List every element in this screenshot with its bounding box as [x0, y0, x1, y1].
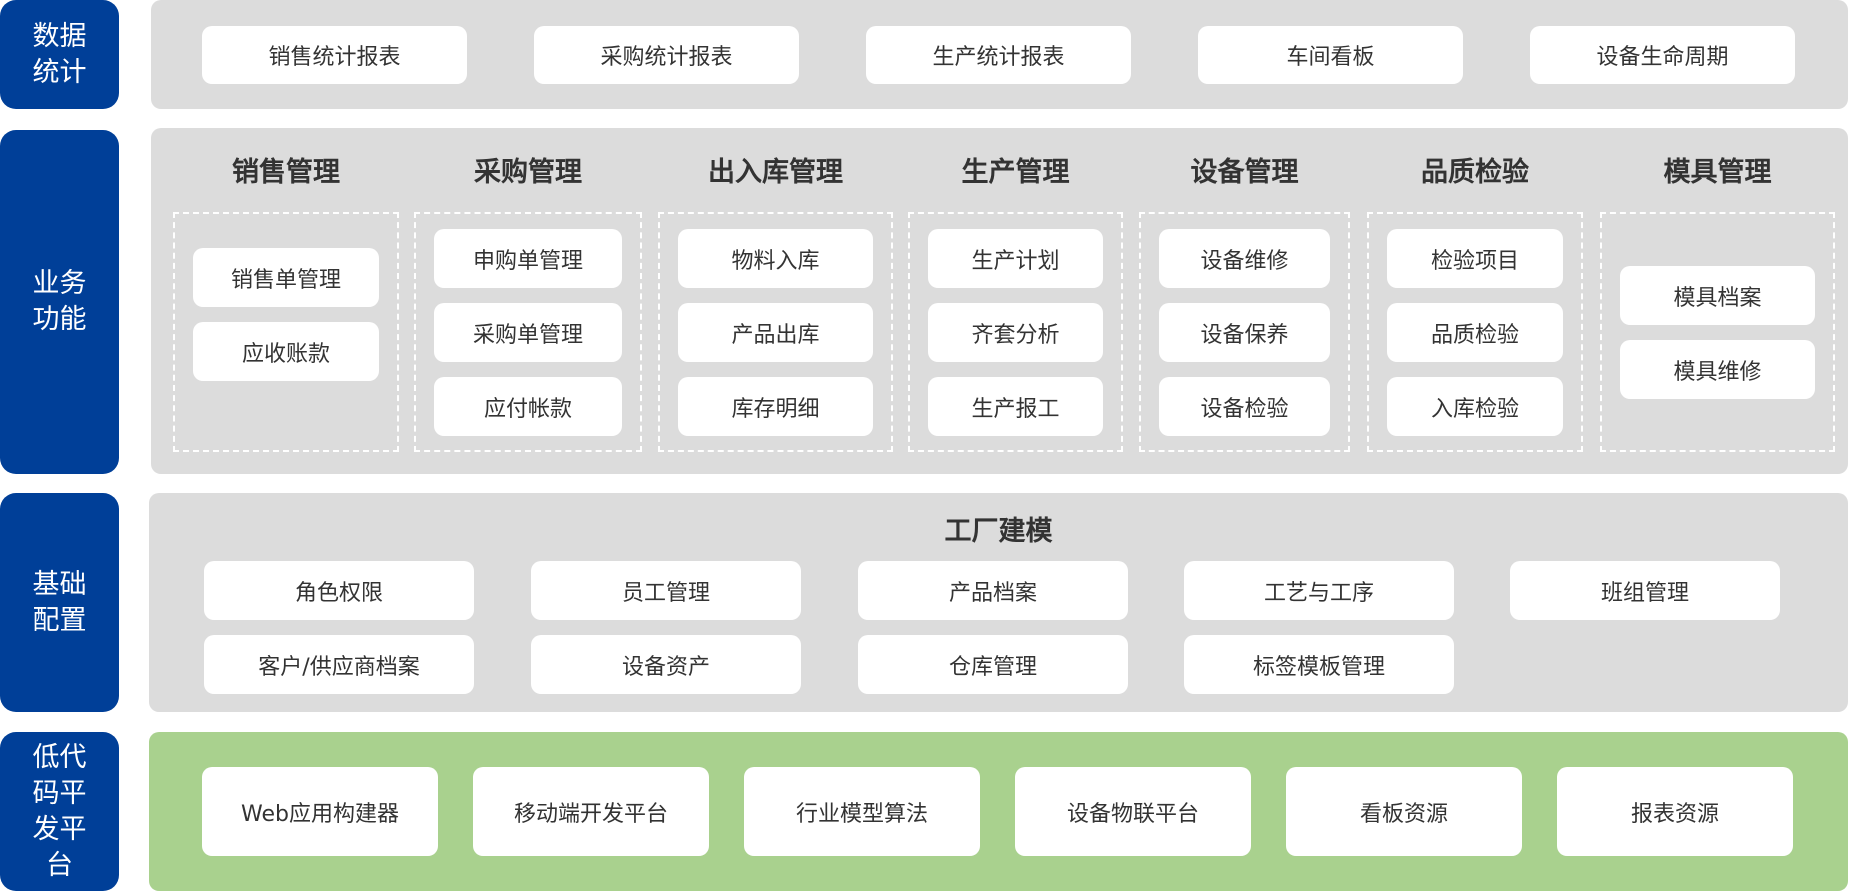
- base-config-button[interactable]: 标签模板管理: [1184, 635, 1454, 694]
- business-section-title: 模具管理: [1663, 157, 1772, 188]
- business-item-button[interactable]: 设备维修: [1159, 229, 1330, 288]
- business-item-button[interactable]: 模具维修: [1620, 340, 1815, 399]
- business-section-box: 检验项目品质检验入库检验: [1367, 212, 1583, 452]
- label-lowcode: 低代码平发平台: [0, 732, 119, 891]
- label-business: 业务功能: [0, 130, 119, 474]
- base-config-button[interactable]: 工艺与工序: [1184, 561, 1454, 620]
- data-stats-button[interactable]: 设备生命周期: [1530, 26, 1795, 84]
- business-item-button[interactable]: 库存明细: [678, 377, 873, 436]
- business-panel: 销售管理销售单管理应收账款 采购管理申购单管理采购单管理应付帐款 出入库管理物料入库…: [151, 128, 1848, 474]
- data-stats-button[interactable]: 生产统计报表: [866, 26, 1131, 84]
- base-config-button[interactable]: 产品档案: [858, 561, 1128, 620]
- base-config-button[interactable]: 班组管理: [1510, 561, 1780, 620]
- lowcode-button[interactable]: 看板资源: [1286, 767, 1522, 856]
- business-item-button[interactable]: 销售单管理: [193, 248, 379, 307]
- data-stats-panel: 销售统计报表 采购统计报表 生产统计报表 车间看板 设备生命周期: [151, 0, 1848, 109]
- business-section-box: 设备维修设备保养设备检验: [1139, 212, 1350, 452]
- base-config-button[interactable]: 角色权限: [204, 561, 474, 620]
- lowcode-button[interactable]: 移动端开发平台: [473, 767, 709, 856]
- business-section-box: 生产计划齐套分析生产报工: [908, 212, 1123, 452]
- business-item-button[interactable]: 采购单管理: [434, 303, 622, 362]
- business-item-button[interactable]: 入库检验: [1387, 377, 1563, 436]
- business-section-box: 物料入库产品出库库存明细: [658, 212, 893, 452]
- business-item-button[interactable]: 设备检验: [1159, 377, 1330, 436]
- base-config-button[interactable]: 仓库管理: [858, 635, 1128, 694]
- lowcode-panel: Web应用构建器移动端开发平台行业模型算法设备物联平台看板资源报表资源: [149, 732, 1848, 891]
- business-item-button[interactable]: 产品出库: [678, 303, 873, 362]
- base-config-button[interactable]: 设备资产: [531, 635, 801, 694]
- business-item-button[interactable]: 品质检验: [1387, 303, 1563, 362]
- business-section-title: 采购管理: [474, 157, 582, 188]
- business-section-title: 品质检验: [1421, 157, 1529, 188]
- business-item-button[interactable]: 生产计划: [928, 229, 1103, 288]
- business-section-title: 销售管理: [232, 157, 340, 188]
- business-item-button[interactable]: 应付帐款: [434, 377, 622, 436]
- lowcode-button[interactable]: 行业模型算法: [744, 767, 980, 856]
- business-section-box: 申购单管理采购单管理应付帐款: [414, 212, 642, 452]
- data-stats-button[interactable]: 车间看板: [1198, 26, 1463, 84]
- data-stats-button[interactable]: 销售统计报表: [202, 26, 467, 84]
- factory-modeling-title: 工厂建模: [944, 516, 1053, 547]
- business-item-button[interactable]: 检验项目: [1387, 229, 1563, 288]
- business-item-button[interactable]: 齐套分析: [928, 303, 1103, 362]
- business-item-button[interactable]: 设备保养: [1159, 303, 1330, 362]
- business-section-box: 销售单管理应收账款: [173, 212, 399, 452]
- label-data-stats: 数据统计: [0, 0, 119, 109]
- business-item-button[interactable]: 模具档案: [1620, 266, 1815, 325]
- business-section-title: 生产管理: [961, 157, 1070, 188]
- lowcode-button[interactable]: 报表资源: [1557, 767, 1793, 856]
- base-config-panel: 工厂建模 角色权限员工管理产品档案工艺与工序班组管理客户/供应商档案设备资产仓库…: [149, 493, 1848, 712]
- business-item-button[interactable]: 应收账款: [193, 322, 379, 381]
- business-item-button[interactable]: 申购单管理: [434, 229, 622, 288]
- business-section-title: 出入库管理: [708, 157, 843, 188]
- base-config-button[interactable]: 员工管理: [531, 561, 801, 620]
- business-item-button[interactable]: 生产报工: [928, 377, 1103, 436]
- business-section-title: 设备管理: [1190, 157, 1299, 188]
- label-base-config: 基础配置: [0, 493, 119, 712]
- base-config-button[interactable]: 客户/供应商档案: [204, 635, 474, 694]
- business-item-button[interactable]: 物料入库: [678, 229, 873, 288]
- lowcode-button[interactable]: Web应用构建器: [202, 767, 438, 856]
- data-stats-button[interactable]: 采购统计报表: [534, 26, 799, 84]
- business-section-box: 模具档案模具维修: [1600, 212, 1835, 452]
- lowcode-button[interactable]: 设备物联平台: [1015, 767, 1251, 856]
